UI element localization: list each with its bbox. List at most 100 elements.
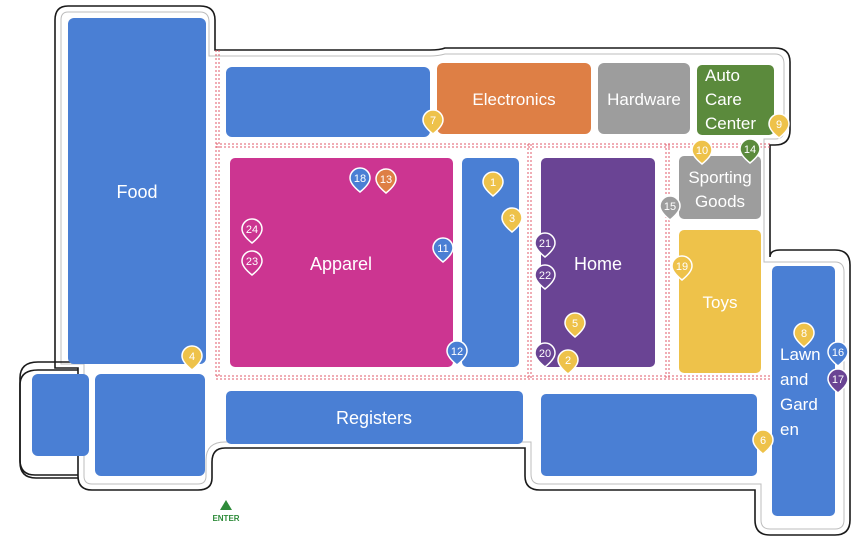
lawn-garden-line-1: Lawn: [780, 345, 821, 364]
map-pin-7[interactable]: 7: [422, 109, 444, 135]
map-pin-marker: [349, 167, 371, 193]
map-pin-24[interactable]: 24: [241, 218, 263, 244]
map-pin-3[interactable]: 3: [501, 207, 523, 233]
map-pin-marker: [534, 342, 556, 368]
map-pin-2[interactable]: 2: [557, 349, 579, 375]
map-pin-number: 21: [539, 238, 551, 250]
store-inner-border: [60, 11, 845, 530]
map-pin-marker: [422, 109, 444, 135]
toys-label: Toys: [703, 293, 738, 312]
map-pin-14[interactable]: 14: [739, 138, 761, 164]
map-pin-4[interactable]: 4: [181, 345, 203, 371]
entrance[interactable]: ENTER: [212, 500, 240, 523]
map-pin-marker: [181, 345, 203, 371]
map-pin-number: 5: [572, 318, 578, 330]
map-pin-number: 11: [437, 243, 448, 255]
map-pin-number: 13: [380, 174, 392, 186]
map-pin-number: 4: [189, 351, 195, 363]
lawn-garden-line-4: en: [780, 420, 799, 439]
map-pin-21[interactable]: 21: [534, 232, 556, 258]
enter-label: ENTER: [212, 514, 239, 523]
map-pin-marker: [564, 312, 586, 338]
map-pin-number: 17: [832, 374, 844, 386]
auto-care-line-2: Care: [705, 90, 742, 109]
department-auto-care-center[interactable]: Auto Care Center: [697, 65, 774, 135]
aisle-lines: [215, 50, 770, 380]
lawn-garden-line-3: Gard: [780, 395, 818, 414]
map-pin-number: 7: [430, 115, 436, 127]
map-pin-20[interactable]: 20: [534, 342, 556, 368]
map-pin-number: 15: [664, 201, 676, 213]
map-pin-marker: [793, 322, 815, 348]
map-pin-19[interactable]: 19: [671, 255, 693, 281]
map-pin-15[interactable]: 15: [659, 195, 681, 221]
food-annex-small[interactable]: [32, 374, 89, 456]
map-pin-12[interactable]: 12: [446, 340, 468, 366]
department-unlabeled-top[interactable]: [226, 67, 430, 137]
food-annex-large[interactable]: [95, 374, 205, 476]
map-pin-9[interactable]: 9: [768, 113, 790, 139]
map-pin-18[interactable]: 18: [349, 167, 371, 193]
map-pin-number: 20: [539, 348, 551, 360]
map-pin-5[interactable]: 5: [564, 312, 586, 338]
map-pin-number: 16: [832, 347, 844, 359]
map-pin-number: 19: [676, 261, 688, 273]
map-pin-marker: [557, 349, 579, 375]
map-pin-marker: [827, 368, 849, 394]
department-lawn-and-garden[interactable]: Lawn and Gard en: [772, 266, 835, 516]
department-food[interactable]: Food: [68, 18, 206, 364]
department-sporting-goods[interactable]: Sporting Goods: [679, 156, 761, 219]
map-pin-13[interactable]: 13: [375, 168, 397, 194]
enter-arrow-icon: [220, 500, 232, 510]
map-pin-marker: [671, 255, 693, 281]
map-pin-marker: [241, 250, 263, 276]
map-pin-marker: [446, 340, 468, 366]
department-home[interactable]: Home: [541, 158, 655, 367]
map-pin-number: 9: [776, 119, 782, 131]
map-pin-marker: [375, 168, 397, 194]
map-pin-number: 12: [451, 346, 463, 358]
map-pin-11[interactable]: 11: [432, 237, 454, 263]
department-unlabeled-bottom[interactable]: [541, 394, 757, 476]
electronics-label: Electronics: [472, 90, 555, 109]
map-pin-23[interactable]: 23: [241, 250, 263, 276]
sporting-goods-line-1: Sporting: [688, 168, 751, 187]
lawn-garden-line-2: and: [780, 370, 808, 389]
map-pin-marker: [768, 113, 790, 139]
map-pin-marker: [752, 429, 774, 455]
map-pin-number: 8: [801, 328, 807, 340]
map-pin-6[interactable]: 6: [752, 429, 774, 455]
department-toys[interactable]: Toys: [679, 230, 761, 373]
map-pin-10[interactable]: 10: [691, 139, 713, 165]
auto-care-line-3: Center: [705, 114, 756, 133]
map-pin-marker: [534, 264, 556, 290]
department-registers[interactable]: Registers: [226, 391, 523, 444]
map-pin-number: 18: [354, 173, 366, 185]
food-label: Food: [116, 182, 157, 202]
map-pin-number: 23: [246, 256, 258, 268]
map-pin-1[interactable]: 1: [482, 171, 504, 197]
map-pin-number: 3: [509, 213, 515, 225]
map-pin-marker: [659, 195, 681, 221]
map-pin-marker: [432, 237, 454, 263]
map-pin-number: 24: [246, 224, 258, 236]
map-pin-8[interactable]: 8: [793, 322, 815, 348]
map-pin-marker: [482, 171, 504, 197]
apparel-label: Apparel: [310, 254, 372, 274]
department-hardware[interactable]: Hardware: [598, 63, 690, 134]
home-label: Home: [574, 254, 622, 274]
map-pin-number: 2: [565, 355, 571, 367]
map-pin-marker: [241, 218, 263, 244]
map-pin-number: 10: [696, 145, 708, 157]
department-electronics[interactable]: Electronics: [437, 63, 591, 134]
map-pin-number: 14: [744, 144, 756, 156]
map-pin-22[interactable]: 22: [534, 264, 556, 290]
auto-care-line-1: Auto: [705, 66, 740, 85]
map-pin-16[interactable]: 16: [827, 341, 849, 367]
map-pin-17[interactable]: 17: [827, 368, 849, 394]
map-pin-marker: [739, 138, 761, 164]
department-apparel[interactable]: Apparel: [230, 158, 453, 367]
hardware-label: Hardware: [607, 90, 681, 109]
